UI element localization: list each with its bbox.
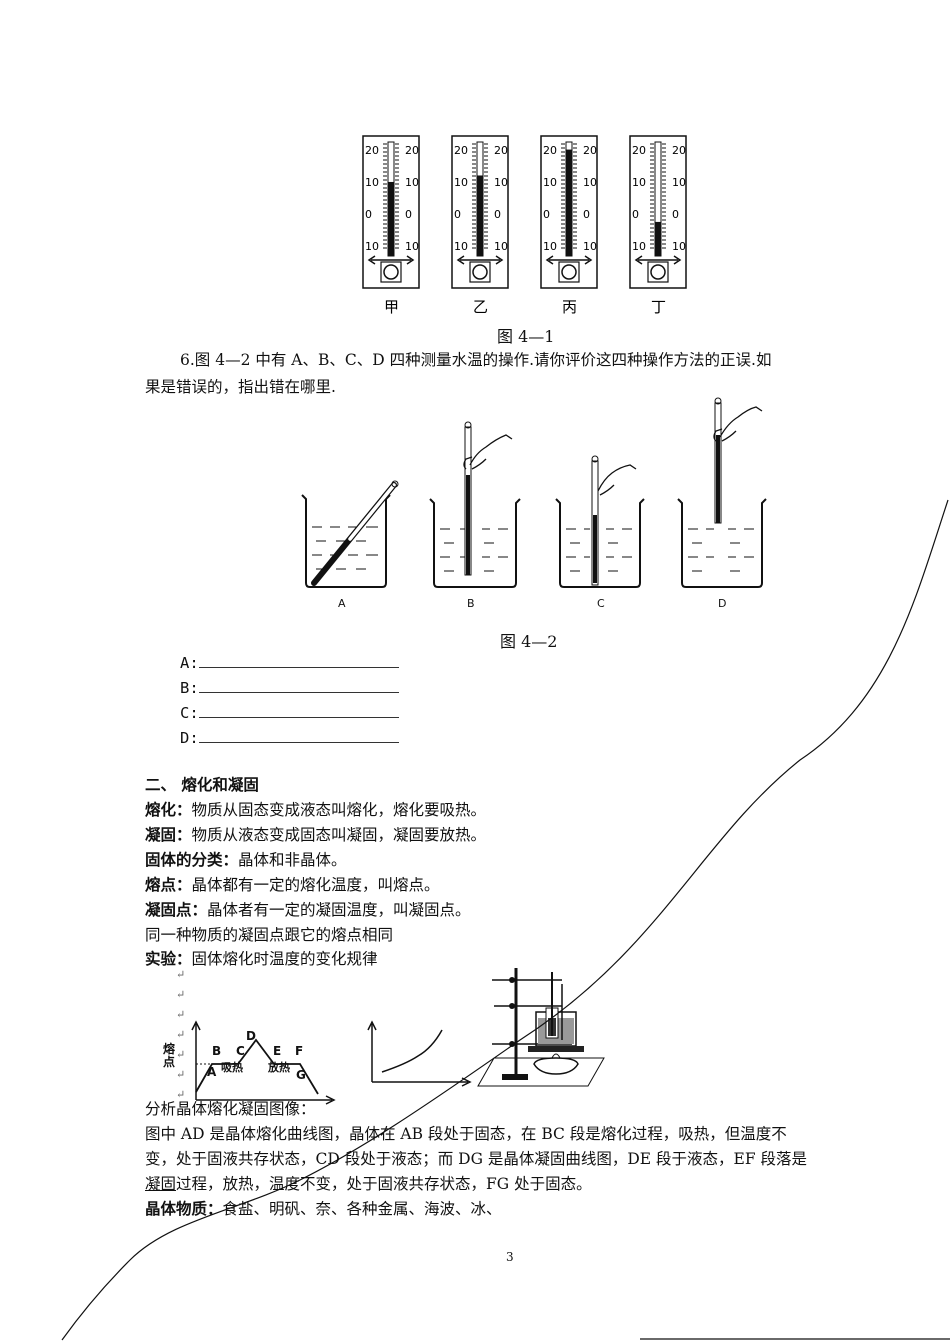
scale-label: 10 xyxy=(405,240,419,253)
scale-label: 10 xyxy=(405,176,419,189)
thermometer-label: 甲 xyxy=(384,298,399,316)
graph-point-c: C xyxy=(236,1044,245,1058)
graph-point-a: A xyxy=(207,1065,217,1079)
analysis-line-1: 图中 AD 是晶体熔化曲线图，晶体在 AB 段处于固态，在 BC 段是熔化过程，… xyxy=(145,1125,787,1143)
crystal-melting-graph xyxy=(191,1020,336,1105)
scale-label: 10 xyxy=(365,176,379,189)
answer-c[interactable]: C: xyxy=(180,701,399,726)
question-6-line-1: 6.图 4—2 中有 A、B、C、D 四种测量水温的操作.请你评价这四种操作方法… xyxy=(180,351,772,369)
scale-label: 20 xyxy=(543,144,557,157)
mercury-column xyxy=(566,149,572,256)
figure-4-2-label-c: C xyxy=(597,597,605,610)
thermometer-3: 20 20 10 10 0 0 10 10 丙 xyxy=(540,135,598,316)
definition-melting-point: 熔点：晶体都有一定的熔化温度，叫熔点。 xyxy=(145,876,440,894)
scale-label: 10 xyxy=(543,240,557,253)
figure-4-1-caption: 图 4—1 xyxy=(497,327,555,346)
scale-label: 10 xyxy=(672,176,686,189)
scale-label: 20 xyxy=(672,144,686,157)
graph-release-label: 放热 xyxy=(268,1061,290,1074)
scale-label: 0 xyxy=(365,208,372,221)
scale-label: 10 xyxy=(632,240,646,253)
experiment-line: 实验：固体熔化时温度的变化规律 xyxy=(145,950,378,968)
scale-label: 0 xyxy=(583,208,590,221)
thermometer-label: 丁 xyxy=(651,298,666,316)
scale-label: 10 xyxy=(583,176,597,189)
definition-solidification: 凝固：物质从液态变成固态叫凝固，凝固要放热。 xyxy=(145,826,487,844)
scale-label: 10 xyxy=(672,240,686,253)
page-number: 3 xyxy=(506,1250,514,1264)
scale-label: 0 xyxy=(543,208,550,221)
scale-label: 10 xyxy=(494,176,508,189)
figure-4-2-label-b: B xyxy=(467,597,475,610)
scale-label: 10 xyxy=(454,240,468,253)
mercury-column xyxy=(477,175,483,256)
graph-absorb-label: 吸热 xyxy=(221,1061,243,1074)
mercury-column xyxy=(388,181,394,256)
scale-label: 10 xyxy=(632,176,646,189)
thermometer-label: 丙 xyxy=(562,298,577,316)
beaker-a xyxy=(301,480,399,588)
scale-label: 20 xyxy=(632,144,646,157)
crystal-substances: 晶体物质：食盐、明矾、奈、各种金属、海波、冰、 xyxy=(145,1200,502,1218)
mercury-column xyxy=(655,221,661,256)
scale-label: 0 xyxy=(672,208,679,221)
thermometer-label: 乙 xyxy=(473,298,488,316)
beaker-d xyxy=(677,397,767,588)
same-substance-note: 同一种物质的凝固点跟它的熔点相同 xyxy=(145,926,394,944)
graph-point-b: B xyxy=(212,1044,222,1058)
figure-4-2-label-a: A xyxy=(338,597,346,610)
answer-a[interactable]: A: xyxy=(180,651,399,676)
graph-point-d: D xyxy=(246,1029,256,1043)
scale-label: 20 xyxy=(365,144,379,157)
beaker-b xyxy=(429,421,521,588)
thermometer-2: 20 20 10 10 0 0 10 10 乙 xyxy=(451,135,509,316)
scale-label: 10 xyxy=(543,176,557,189)
graph-point-e: E xyxy=(273,1044,282,1058)
scale-label: 0 xyxy=(494,208,501,221)
experiment-apparatus xyxy=(477,968,605,1087)
analysis-title: 分析晶体熔化凝固图像： xyxy=(145,1100,316,1118)
scale-label: 0 xyxy=(632,208,639,221)
graph-point-g: G xyxy=(296,1068,306,1082)
definition-melting: 熔化：物质从固态变成液态叫熔化，熔化要吸热。 xyxy=(145,801,487,819)
graph-y-label: 熔点 xyxy=(163,1042,176,1069)
scale-label: 10 xyxy=(494,240,508,253)
thermometer-1: 20 20 10 10 0 0 10 10 甲 xyxy=(362,135,420,316)
scale-label: 0 xyxy=(454,208,461,221)
definition-solid-classification: 固体的分类：晶体和非晶体。 xyxy=(145,851,347,869)
scale-label: 20 xyxy=(494,144,508,157)
beaker-c xyxy=(555,455,645,588)
analysis-line-2: 变，处于固液共存状态，CD 段处于液态；而 DG 是晶体凝固曲线图，DE 段于液… xyxy=(145,1150,808,1168)
scale-label: 10 xyxy=(583,240,597,253)
graph-point-f: F xyxy=(295,1044,304,1058)
thermometer-4: 20 20 10 10 0 0 10 10 丁 xyxy=(629,135,687,316)
amorphous-melting-graph xyxy=(367,1020,472,1087)
figure-4-1-thermometers: 20 20 10 10 0 0 10 10 甲 20 20 10 10 0 0 10 10 乙 20 20 10 10 0 0… xyxy=(362,135,687,316)
scale-label: 0 xyxy=(405,208,412,221)
section-heading: 二、 熔化和凝固 xyxy=(145,776,259,794)
scale-label: 20 xyxy=(583,144,597,157)
figure-4-2-beakers xyxy=(301,397,767,588)
answer-d[interactable]: D: xyxy=(180,726,399,751)
figure-4-2-caption: 图 4—2 xyxy=(500,632,558,651)
question-6-line-2: 果是错误的，指出错在哪里. xyxy=(145,378,336,396)
definition-freezing-point: 凝固点：晶体者有一定的凝固温度，叫凝固点。 xyxy=(145,901,471,919)
scale-label: 10 xyxy=(454,176,468,189)
figure-4-2-label-d: D xyxy=(718,597,727,610)
scale-label: 20 xyxy=(405,144,419,157)
answer-b[interactable]: B: xyxy=(180,676,399,701)
scale-label: 20 xyxy=(454,144,468,157)
scale-label: 10 xyxy=(365,240,379,253)
